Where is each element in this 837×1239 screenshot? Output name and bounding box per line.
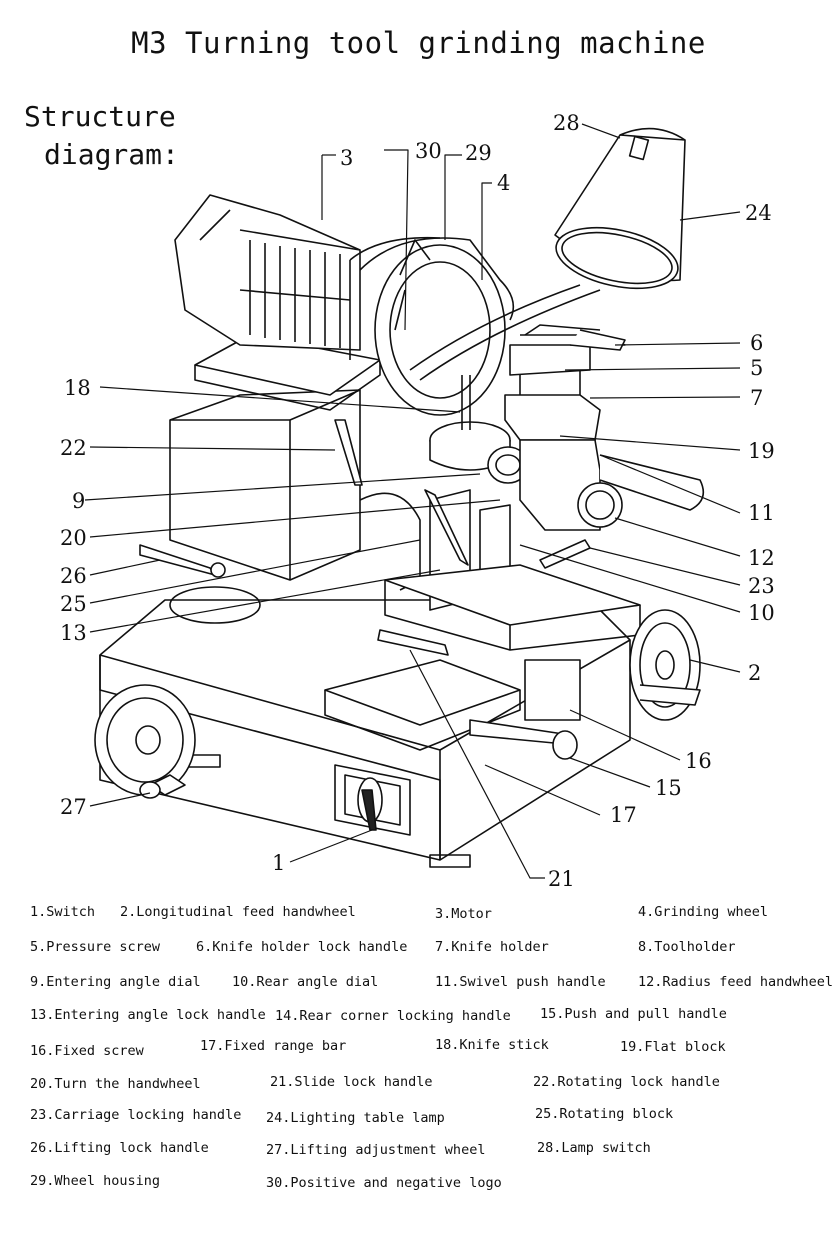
callout-12: 12 xyxy=(748,546,775,570)
motor xyxy=(174,194,361,351)
callout-numbers: 3 30 29 4 28 24 6 5 7 19 11 12 23 10 2 1… xyxy=(60,111,775,891)
longitudinal-feed-handwheel xyxy=(629,609,701,721)
callout-29: 29 xyxy=(465,141,492,165)
callout-2: 2 xyxy=(748,661,761,685)
callout-20: 20 xyxy=(60,526,87,550)
callout-30: 30 xyxy=(415,139,442,163)
callout-5: 5 xyxy=(750,356,763,380)
grinding-wheel-assembly xyxy=(349,236,515,416)
callout-13: 13 xyxy=(60,621,87,645)
callout-28: 28 xyxy=(553,111,580,135)
tool-holder xyxy=(504,324,626,441)
carriage-table xyxy=(384,564,641,651)
callout-26: 26 xyxy=(60,564,87,588)
callout-10: 10 xyxy=(748,601,775,625)
callout-7: 7 xyxy=(750,386,763,410)
callout-19: 19 xyxy=(748,439,775,463)
subtitle-line-2: diagram: xyxy=(44,138,179,171)
callout-24: 24 xyxy=(745,201,772,225)
lighting-lamp xyxy=(409,127,686,381)
callout-27: 27 xyxy=(60,795,87,819)
callout-25: 25 xyxy=(60,592,87,616)
lifting-adjustment-wheel xyxy=(94,684,196,799)
leader-lines xyxy=(84,123,741,879)
callout-16: 16 xyxy=(685,749,712,773)
callout-1: 1 xyxy=(272,851,285,875)
callout-15: 15 xyxy=(655,776,682,800)
callout-21: 21 xyxy=(548,867,575,891)
diagram-title: M3 Turning tool grinding machine xyxy=(131,26,706,60)
callout-4: 4 xyxy=(497,171,510,195)
callout-22: 22 xyxy=(60,436,87,460)
callout-17: 17 xyxy=(610,803,637,827)
switch-box xyxy=(334,764,411,836)
subtitle-line-1: Structure xyxy=(24,100,176,133)
lock-handles xyxy=(139,419,591,656)
callout-18: 18 xyxy=(64,376,91,400)
callout-3: 3 xyxy=(340,146,353,170)
callout-11: 11 xyxy=(748,501,775,525)
callout-23: 23 xyxy=(748,574,775,598)
callout-6: 6 xyxy=(750,331,763,355)
callout-9: 9 xyxy=(72,489,85,513)
column-block xyxy=(169,389,361,624)
diagram-subtitle: Structure diagram: xyxy=(24,98,224,174)
